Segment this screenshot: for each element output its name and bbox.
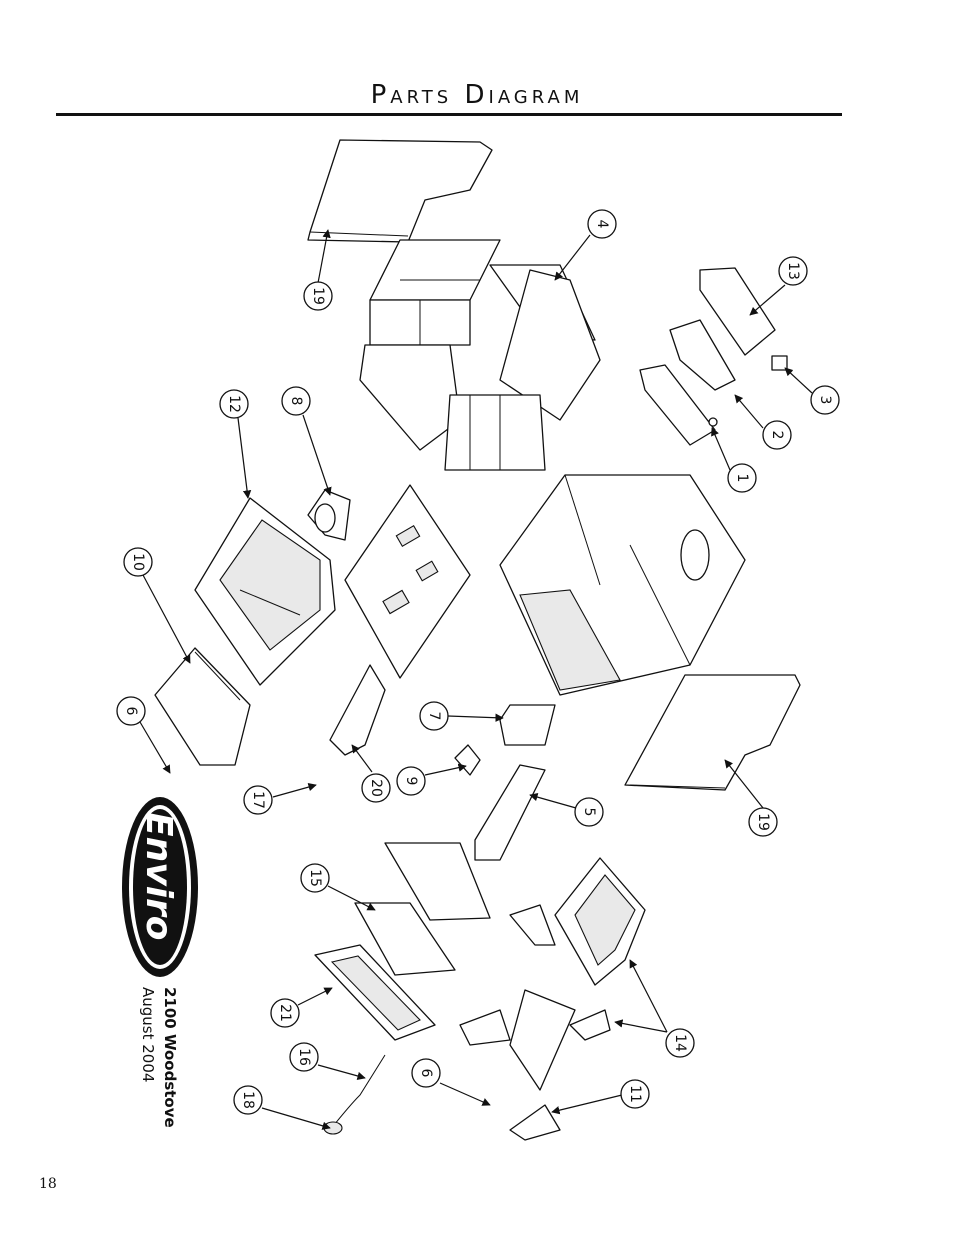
svg-text:7: 7 [426,712,442,721]
callout-3: 3 [810,385,840,415]
callout-13: 13 [778,256,808,286]
part-door [314,944,436,1041]
part-stove-body [499,474,746,696]
enviro-logo: Enviro [122,797,198,977]
callout-7: 7 [419,701,449,731]
part-firebricks [359,239,601,471]
leader-lines [139,229,813,1130]
callout-16: 16 [289,1042,319,1072]
svg-text:18: 18 [240,1091,256,1109]
svg-text:6: 6 [123,707,139,716]
logo-text: Enviro [138,812,179,941]
callout-2: 2 [762,420,792,450]
svg-text:13: 13 [785,262,801,280]
callout-19-top: 19 [303,281,333,311]
part-small-brackets [454,704,556,861]
svg-text:4: 4 [594,220,610,229]
svg-text:6: 6 [418,1069,434,1078]
part-pedestal [459,857,646,1141]
callout-9: 9 [396,766,426,796]
svg-text:19: 19 [310,287,326,305]
callout-18: 18 [233,1085,263,1115]
page-number: 18 [39,1176,57,1192]
callout-4: 4 [587,209,617,239]
part-top-panel [307,139,493,243]
svg-text:1: 1 [734,474,750,483]
svg-text:17: 17 [250,791,266,809]
callout-6-left: 6 [116,696,146,726]
part-shield [329,664,386,756]
callout-6-bottom: 6 [411,1058,441,1088]
svg-text:21: 21 [277,1004,293,1022]
title-rule [56,113,842,116]
svg-text:12: 12 [226,395,242,413]
svg-text:15: 15 [307,869,323,887]
part-glass-and-frame [354,842,491,976]
svg-text:11: 11 [627,1085,643,1103]
svg-text:19: 19 [755,813,771,831]
callout-15: 15 [300,863,330,893]
callout-1: 1 [727,463,757,493]
callout-20: 20 [361,773,391,803]
callout-5: 5 [574,797,604,827]
callout-11: 11 [620,1079,650,1109]
part-handle [323,1054,386,1135]
part-side-shield [194,497,336,686]
svg-text:5: 5 [581,808,597,817]
date-label: August 2004 [139,987,157,1082]
callout-8: 8 [281,386,311,416]
svg-text:2: 2 [769,431,785,440]
svg-text:20: 20 [368,779,384,797]
callout-21: 21 [270,998,300,1028]
part-rear-assembly [639,267,788,446]
svg-text:8: 8 [288,397,304,406]
svg-text:16: 16 [296,1048,312,1066]
callout-14: 14 [665,1028,695,1058]
part-flue-collar [307,489,351,541]
callout-12: 12 [219,389,249,419]
callout-19-right: 19 [748,807,778,837]
svg-text:3: 3 [817,396,833,405]
svg-text:10: 10 [130,553,146,571]
page-title: Parts Diagram [370,80,584,110]
svg-text:9: 9 [403,777,419,786]
svg-text:14: 14 [672,1034,688,1052]
model-name: 2100 Woodstove [161,987,179,1128]
part-base-plate [344,484,471,679]
part-baffle [154,647,251,766]
callout-17: 17 [243,785,273,815]
part-side-panel [624,674,801,791]
callout-10: 10 [123,547,153,577]
